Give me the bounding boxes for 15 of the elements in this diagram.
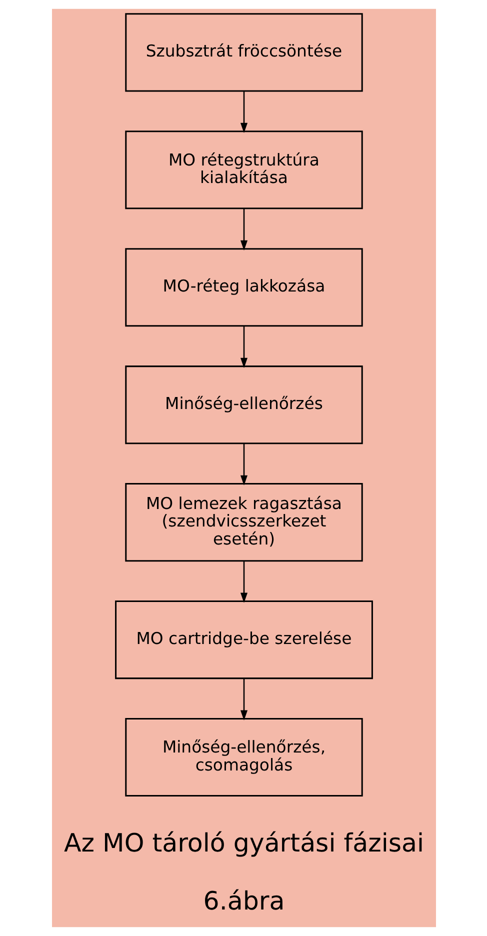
arrow xyxy=(240,91,248,134)
node-box: MO cartridge-be szerelése xyxy=(114,600,372,680)
arrow xyxy=(240,678,248,720)
arrow xyxy=(240,443,248,486)
node-box: MO-réteg lakkozása xyxy=(124,248,362,327)
caption: 6.ábra xyxy=(202,886,284,916)
node-box: MO lemezek ragasztása (szendvicsszerkezet esetén) xyxy=(124,483,362,562)
arrow xyxy=(240,326,248,368)
node-box: Szubsztrát fröccsöntése xyxy=(124,13,362,92)
node-box: MO rétegstruktúra kialakítása xyxy=(124,130,362,210)
diagram-title: Az MO tároló gyártási fázisai xyxy=(63,828,424,858)
node-box: Minőség-ellenőrzés xyxy=(124,366,362,444)
arrow xyxy=(240,560,248,603)
arrow xyxy=(240,208,248,250)
node-box: Minőség-ellenőrzés, csomagolás xyxy=(124,718,362,797)
